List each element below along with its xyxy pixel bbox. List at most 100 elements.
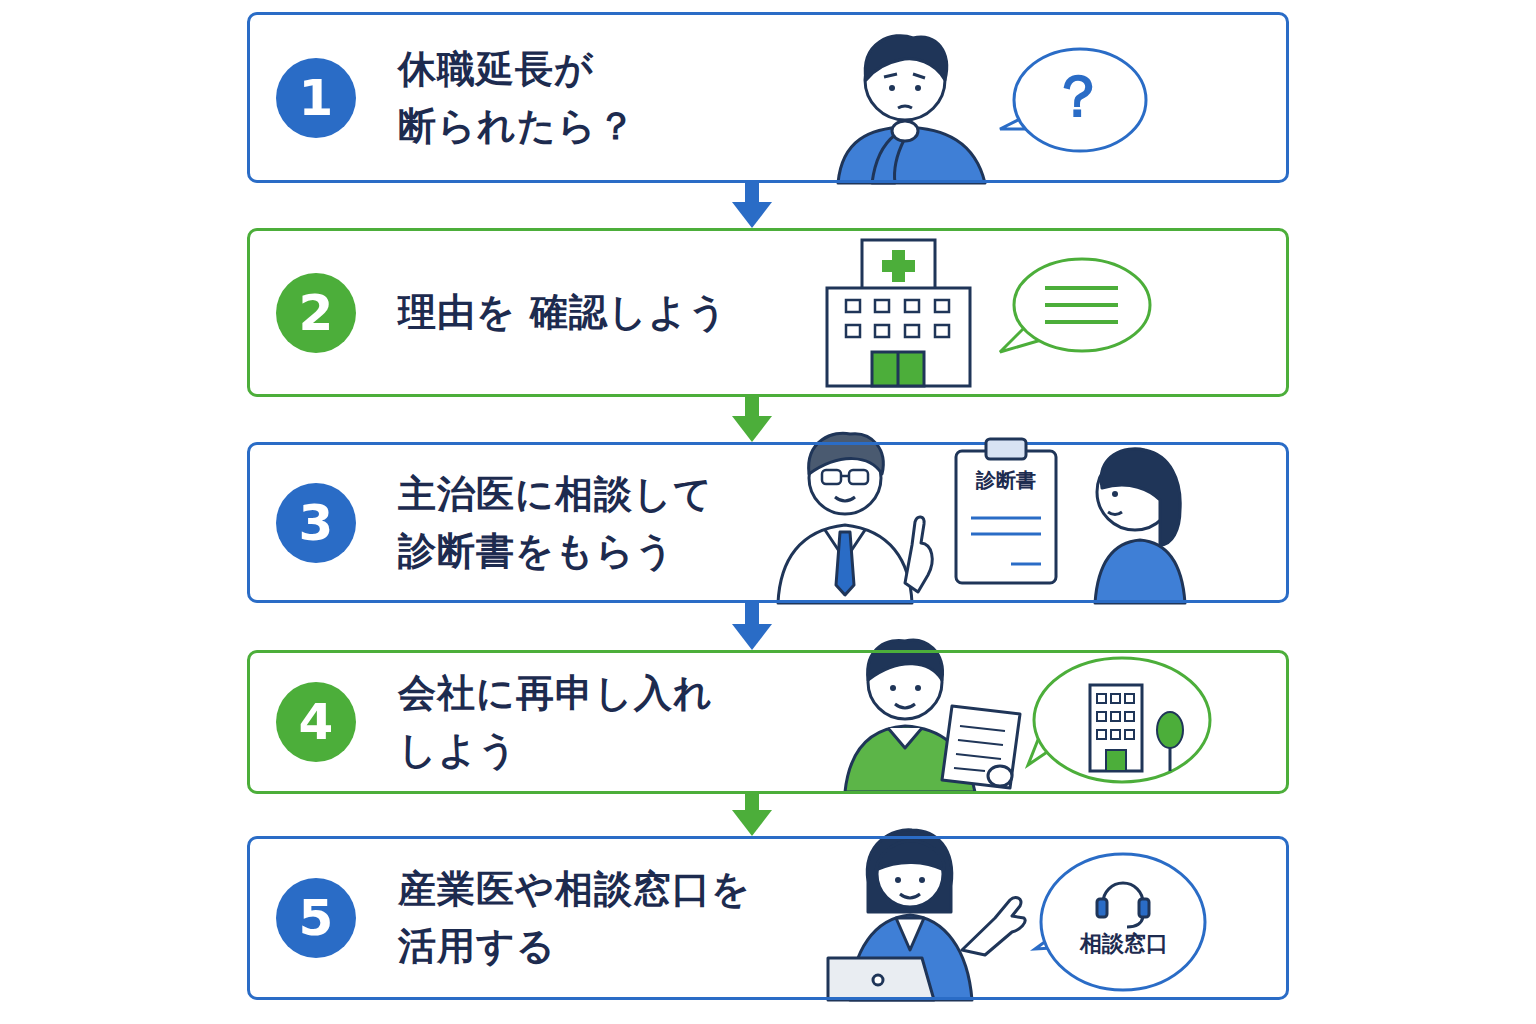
clipboard-outline-part: [1011, 563, 1041, 566]
speech-bubble-building-part-part: [1097, 712, 1106, 721]
step-text: 産業医や相談窓口を 活用する: [398, 861, 758, 975]
doctor-figure-part: [778, 525, 912, 603]
speech-bubble-outline-part-part: [1139, 899, 1149, 917]
step-box: 理由を 確認しよう 2: [247, 228, 1289, 397]
thinking-person-part: [872, 135, 904, 183]
step-number-text: 2: [299, 288, 334, 338]
speech-bubble: 相談窓口: [1035, 851, 1207, 993]
step-text: 主治医に相談して 診断書をもらう: [398, 466, 758, 580]
step-box: 会社に再申し入れ しよう4: [247, 650, 1289, 794]
man-with-document-part: [890, 685, 896, 691]
consultant-figure-part: [828, 958, 934, 1000]
step-box: 産業医や相談窓口を 活用する 5 相談窓口: [247, 836, 1289, 1000]
hospital-icon-part: [897, 352, 900, 386]
hospital-icon: [827, 240, 970, 386]
flow-arrow: [745, 183, 759, 202]
clipboard: 診断書: [951, 436, 1061, 586]
doctor-figure-part: [841, 475, 849, 478]
patient-figure: [1095, 449, 1185, 603]
step-box: 休職延長が 断られたら？ 1 ？: [247, 12, 1289, 183]
consultant-figure-part: [900, 894, 920, 898]
step-text: 理由を 確認しよう: [398, 284, 758, 341]
thinking-person-part: [865, 36, 946, 80]
man-with-document-part: [988, 766, 1012, 786]
bubble-text: ？: [998, 45, 1148, 125]
document-title: 診断書: [951, 436, 1061, 492]
speech-bubble-building-part: [1106, 750, 1126, 771]
hospital-icon-part: [862, 240, 935, 290]
man-with-document: [845, 640, 1020, 792]
patient-figure-part: [1112, 491, 1118, 497]
speech-bubble-lines: [1000, 259, 1150, 352]
step-number-text: 3: [299, 498, 334, 548]
speech-bubble-building-part: [1090, 685, 1142, 771]
speech-bubble-building-part-part: [1111, 730, 1120, 739]
hospital-icon-part-part: [846, 300, 860, 312]
step-number-text: 1: [299, 73, 334, 123]
doctor-figure-part: [822, 470, 841, 484]
clipboard-outline: [951, 436, 1061, 586]
consultant-figure-part: [962, 898, 1025, 955]
speech-bubble-building-part-part: [1097, 694, 1106, 703]
speech-bubble-building-part: [1097, 694, 1134, 739]
thinking-person-part: [892, 121, 918, 141]
speech-bubble-building: [1028, 658, 1210, 782]
hospital-icon-part-part: [905, 300, 919, 312]
speech-bubble-lines-part: [1045, 288, 1118, 322]
consultant-figure-part: [873, 975, 883, 985]
bubble-text: 相談窓口: [1035, 851, 1207, 957]
consultant-figure-part: [896, 918, 924, 950]
clipboard-outline-part: [986, 439, 1026, 459]
speech-bubble-building-part: [1034, 658, 1210, 782]
consultant-figure: [828, 830, 1025, 1000]
speech-bubble-building-part: [1157, 712, 1183, 748]
hospital-icon-part-part: [846, 325, 860, 337]
hospital-icon-part-part: [875, 325, 889, 337]
speech-bubble-building-part-part: [1097, 730, 1106, 739]
consultant-figure-part: [867, 830, 952, 912]
doctor-figure-part: [905, 517, 932, 592]
doctor-figure: [778, 433, 932, 603]
doctor-figure-part: [849, 470, 868, 484]
thinking-person-part: [884, 74, 925, 78]
step-number-text: 5: [299, 893, 334, 943]
speech-bubble-lines-part: [1014, 259, 1150, 351]
patient-figure-part: [1101, 449, 1180, 545]
man-with-document-part: [888, 728, 922, 748]
clipboard-outline-part: [971, 533, 1041, 536]
speech-bubble-building-part-part: [1125, 712, 1134, 721]
hospital-icon-part: [846, 300, 949, 337]
speech-bubble-building-part-part: [1111, 694, 1120, 703]
speech-bubble: ？: [998, 45, 1148, 155]
man-with-document-part: [954, 726, 1005, 771]
step-text: 休職延長が 断られたら？: [398, 41, 758, 155]
speech-bubble-outline: [1035, 851, 1207, 993]
hospital-icon-part-part: [935, 325, 949, 337]
man-with-document-part: [895, 704, 915, 708]
speech-bubble-outline-part-part: [1127, 917, 1143, 927]
thinking-person-part: [915, 85, 921, 91]
consultant-figure-part: [876, 841, 944, 870]
thinking-person-part: [898, 106, 912, 108]
patient-figure-part: [1095, 540, 1185, 603]
consultant-figure-part: [919, 877, 925, 883]
flow-arrow: [745, 603, 759, 624]
step-number: 2: [276, 273, 356, 353]
step-number: 1: [276, 58, 356, 138]
patient-figure-part: [1108, 512, 1122, 515]
step-text: 会社に再申し入れ しよう: [398, 665, 758, 779]
man-with-document-part: [942, 706, 1020, 788]
speech-bubble-building-part-part: [1125, 730, 1134, 739]
speech-bubble-building-part-part: [1111, 712, 1120, 721]
step-number: 3: [276, 483, 356, 563]
hospital-icon-part: [882, 260, 915, 272]
doctor-figure-part: [835, 497, 855, 501]
step-number: 5: [276, 878, 356, 958]
thinking-person-part: [889, 85, 895, 91]
speech-bubble-outline-part: [1097, 883, 1149, 927]
hospital-icon-part-part: [875, 300, 889, 312]
man-with-document-part: [915, 685, 921, 691]
